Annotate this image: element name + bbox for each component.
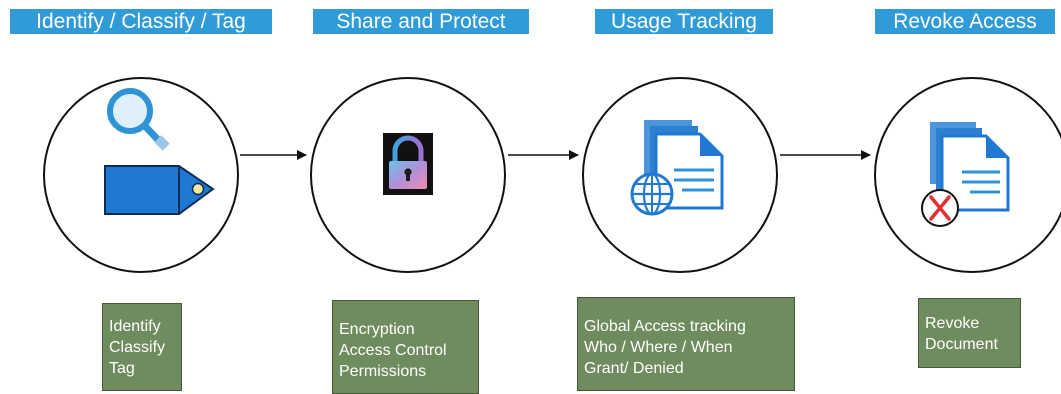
step-2-description: Encryption Access Control Permissions [332, 300, 479, 394]
magnifier-icon [107, 88, 170, 151]
step-1-header: Identify / Classify / Tag [10, 9, 272, 34]
step-3-description: Global Access tracking Who / Where / Whe… [577, 297, 795, 391]
step-2-description-line: Encryption [339, 321, 415, 338]
step-3-description-line: Who / Where / When [584, 339, 733, 356]
padlock-icon [383, 133, 433, 195]
step-1-description-line: Identify [109, 318, 161, 335]
step-3-description-line: Global Access tracking [584, 318, 746, 335]
step-3-header: Usage Tracking [595, 9, 773, 34]
step-1-description: Identify Classify Tag [102, 303, 182, 391]
step-4-description: Revoke Document [918, 298, 1021, 368]
step-4-description-line: Revoke [925, 315, 980, 332]
step-1-description-line: Tag [109, 360, 135, 377]
documents-revoke-icon [921, 122, 1010, 227]
documents-globe-icon [630, 120, 724, 216]
step-3-description-line: Grant/ Denied [584, 360, 684, 377]
step-2-description-line: Access Control [339, 342, 447, 359]
step-4-header: Revoke Access [875, 9, 1055, 34]
tag-icon [104, 165, 215, 215]
step-1-description-line: Classify [109, 339, 166, 356]
step-4-description-line: Document [925, 336, 998, 353]
step-2-header: Share and Protect [313, 9, 529, 34]
step-2-description-line: Permissions [339, 363, 427, 380]
